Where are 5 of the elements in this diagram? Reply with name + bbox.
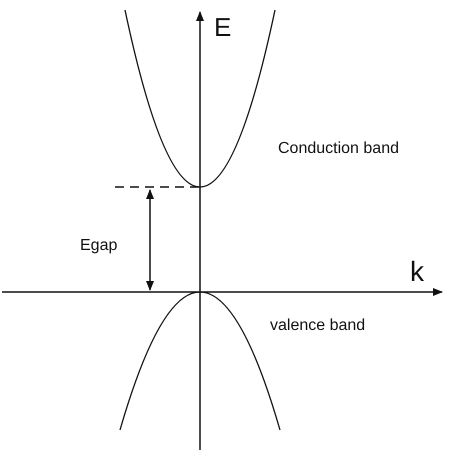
- axis-label: E: [214, 14, 232, 40]
- gap-label: Egap: [80, 238, 118, 254]
- axis-label: k: [410, 258, 424, 286]
- band-label: valence band: [270, 318, 366, 334]
- band-label: Conduction band: [278, 141, 399, 157]
